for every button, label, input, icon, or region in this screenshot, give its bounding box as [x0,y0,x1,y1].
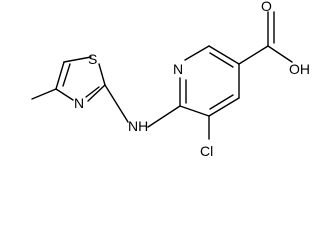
atom-cl: Cl [200,143,213,159]
bond-c2-c3 [208,45,240,65]
bond-c3-cooh [238,45,269,65]
atom-n-thiazole: N [74,95,84,111]
bond-c2-c3-inner [209,52,234,68]
bond-c5-c6 [179,105,210,117]
bond-nh-c6 [147,105,181,128]
bond-c4-c5-inner [209,94,234,110]
bond-s-c2 [98,63,106,86]
atom-n-pyridine: N [173,61,183,77]
bond-methyl [31,88,57,100]
bond-c2-n3 [87,84,106,102]
atom-s-thiazole: S [88,51,97,67]
atom-o-carbonyl: O [261,0,272,14]
bond-c2-nh [104,84,129,123]
bond-c2-n3-inner [85,86,100,98]
bond-c4-c5 [208,97,240,117]
bond-c-oh [267,45,293,63]
bond-c4-c5 [55,61,65,90]
molecule-structure: S N NH N Cl O OH [31,0,310,159]
atom-nh-amine: NH [128,118,148,134]
bond-c5-s [63,56,92,63]
bond-c4-c5-inner [62,63,71,87]
bond-n3-c4 [55,88,74,101]
structure-canvas: S N NH N Cl O OH [31,0,310,159]
bond-n1-c2 [184,45,210,61]
atom-oh: OH [289,61,310,77]
